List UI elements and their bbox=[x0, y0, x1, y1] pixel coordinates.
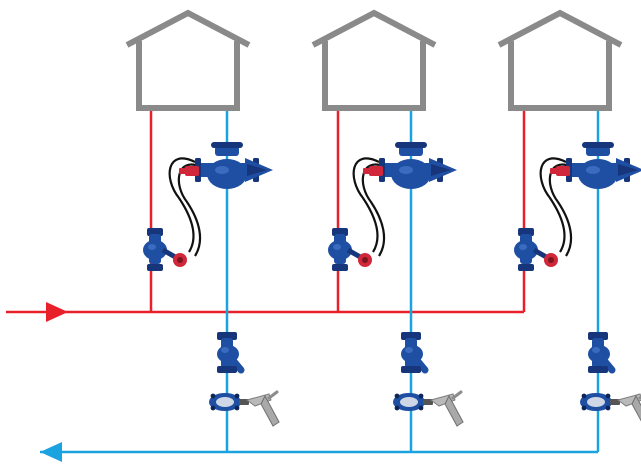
supply-pipes bbox=[6, 108, 526, 314]
balancing-valve-icon bbox=[143, 228, 187, 271]
strainer-icon bbox=[588, 332, 612, 373]
house-outline-icon bbox=[127, 13, 249, 108]
balancing-valve-icon bbox=[328, 228, 372, 271]
house-outline-icon bbox=[499, 13, 621, 108]
house-outline-icon bbox=[313, 13, 435, 108]
arrow-right-icon bbox=[46, 302, 68, 322]
arrow-left-icon bbox=[40, 442, 62, 462]
strainer-icon bbox=[217, 332, 241, 373]
butterfly-valve-icon bbox=[207, 390, 281, 428]
return-pipes bbox=[40, 108, 600, 454]
strainer-icon bbox=[401, 332, 425, 373]
butterfly-valve-icon bbox=[578, 390, 641, 428]
butterfly-valve-icon bbox=[391, 390, 465, 428]
balancing-valve-icon bbox=[514, 228, 558, 271]
